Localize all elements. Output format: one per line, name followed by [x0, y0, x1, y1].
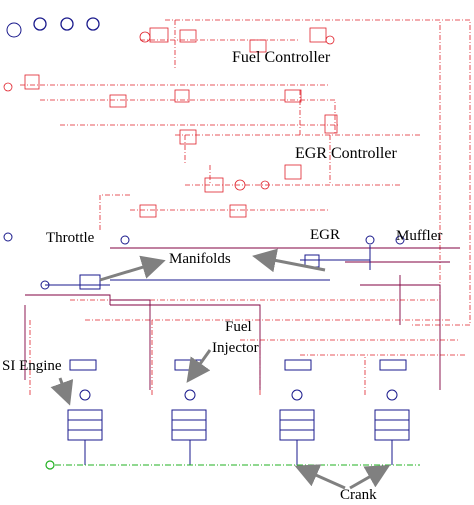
flow-source-icon	[395, 235, 405, 245]
egr-ctrl-block	[139, 204, 157, 218]
flow-source-icon	[120, 235, 130, 245]
settings-icon	[33, 17, 47, 31]
arrow-to-injector	[186, 349, 212, 383]
flow-source-icon	[365, 235, 375, 245]
sum-icon	[139, 31, 151, 43]
muffler-label: Muffler	[396, 228, 443, 244]
fuel-ctrl-block	[179, 29, 197, 43]
egr-ctrl-block	[229, 204, 247, 218]
engine-cylinders	[67, 359, 410, 465]
annotation-arrows	[50, 248, 391, 490]
fuel-ctrl-block	[109, 94, 127, 108]
fuel-ctrl-block	[309, 27, 327, 43]
crank-source-icon	[45, 460, 55, 470]
arrow-to-manifolds	[99, 255, 166, 282]
egr-ctrl-block	[204, 177, 224, 193]
cylinder-1	[67, 359, 103, 465]
fuel-ctrl-block	[24, 74, 40, 90]
reference-icon	[6, 22, 22, 38]
cylinder-2	[171, 359, 207, 465]
flow-source-icon	[3, 232, 13, 242]
flow-source-icon	[40, 280, 50, 290]
egr-ctrl-block	[179, 129, 197, 145]
fuel-ctrl-block	[284, 89, 302, 103]
sum-icon	[234, 179, 246, 191]
arrow-to-si-engine	[50, 377, 74, 406]
egr-ctrl-block	[324, 114, 338, 134]
toolbar-icons	[6, 17, 100, 38]
sum-icon	[260, 180, 270, 190]
run-icon	[86, 17, 100, 31]
control-wiring	[20, 19, 471, 395]
throttle-label: Throttle	[46, 230, 95, 246]
fuel-injector-label-line1: Fuel	[225, 319, 252, 335]
arrow-to-crank	[349, 465, 391, 490]
fuel-controller-label: Fuel Controller	[232, 49, 331, 66]
egr-label: EGR	[310, 227, 340, 243]
cylinder-4	[374, 359, 410, 465]
sum-icon	[325, 35, 335, 45]
fuel-ctrl-block	[249, 39, 267, 53]
arrow-to-crank	[294, 464, 346, 490]
fuel-ctrl-block	[174, 89, 190, 103]
egr-controller-label: EGR Controller	[295, 145, 397, 162]
egr-ctrl-block	[284, 164, 302, 180]
si-engine-label: SI Engine	[2, 358, 62, 374]
crank-shaft	[45, 460, 420, 470]
crank-label: Crank	[340, 487, 377, 503]
fuel-injector-label-line2: Injector	[212, 340, 259, 356]
throttle-block	[79, 274, 101, 290]
arrow-to-manifolds	[252, 248, 326, 273]
controller-blocks	[3, 27, 338, 218]
frame-lines	[24, 247, 460, 390]
cylinder-3	[279, 359, 315, 465]
solver-icon	[60, 17, 74, 31]
manifolds-label: Manifolds	[169, 251, 231, 267]
sum-icon	[3, 82, 13, 92]
